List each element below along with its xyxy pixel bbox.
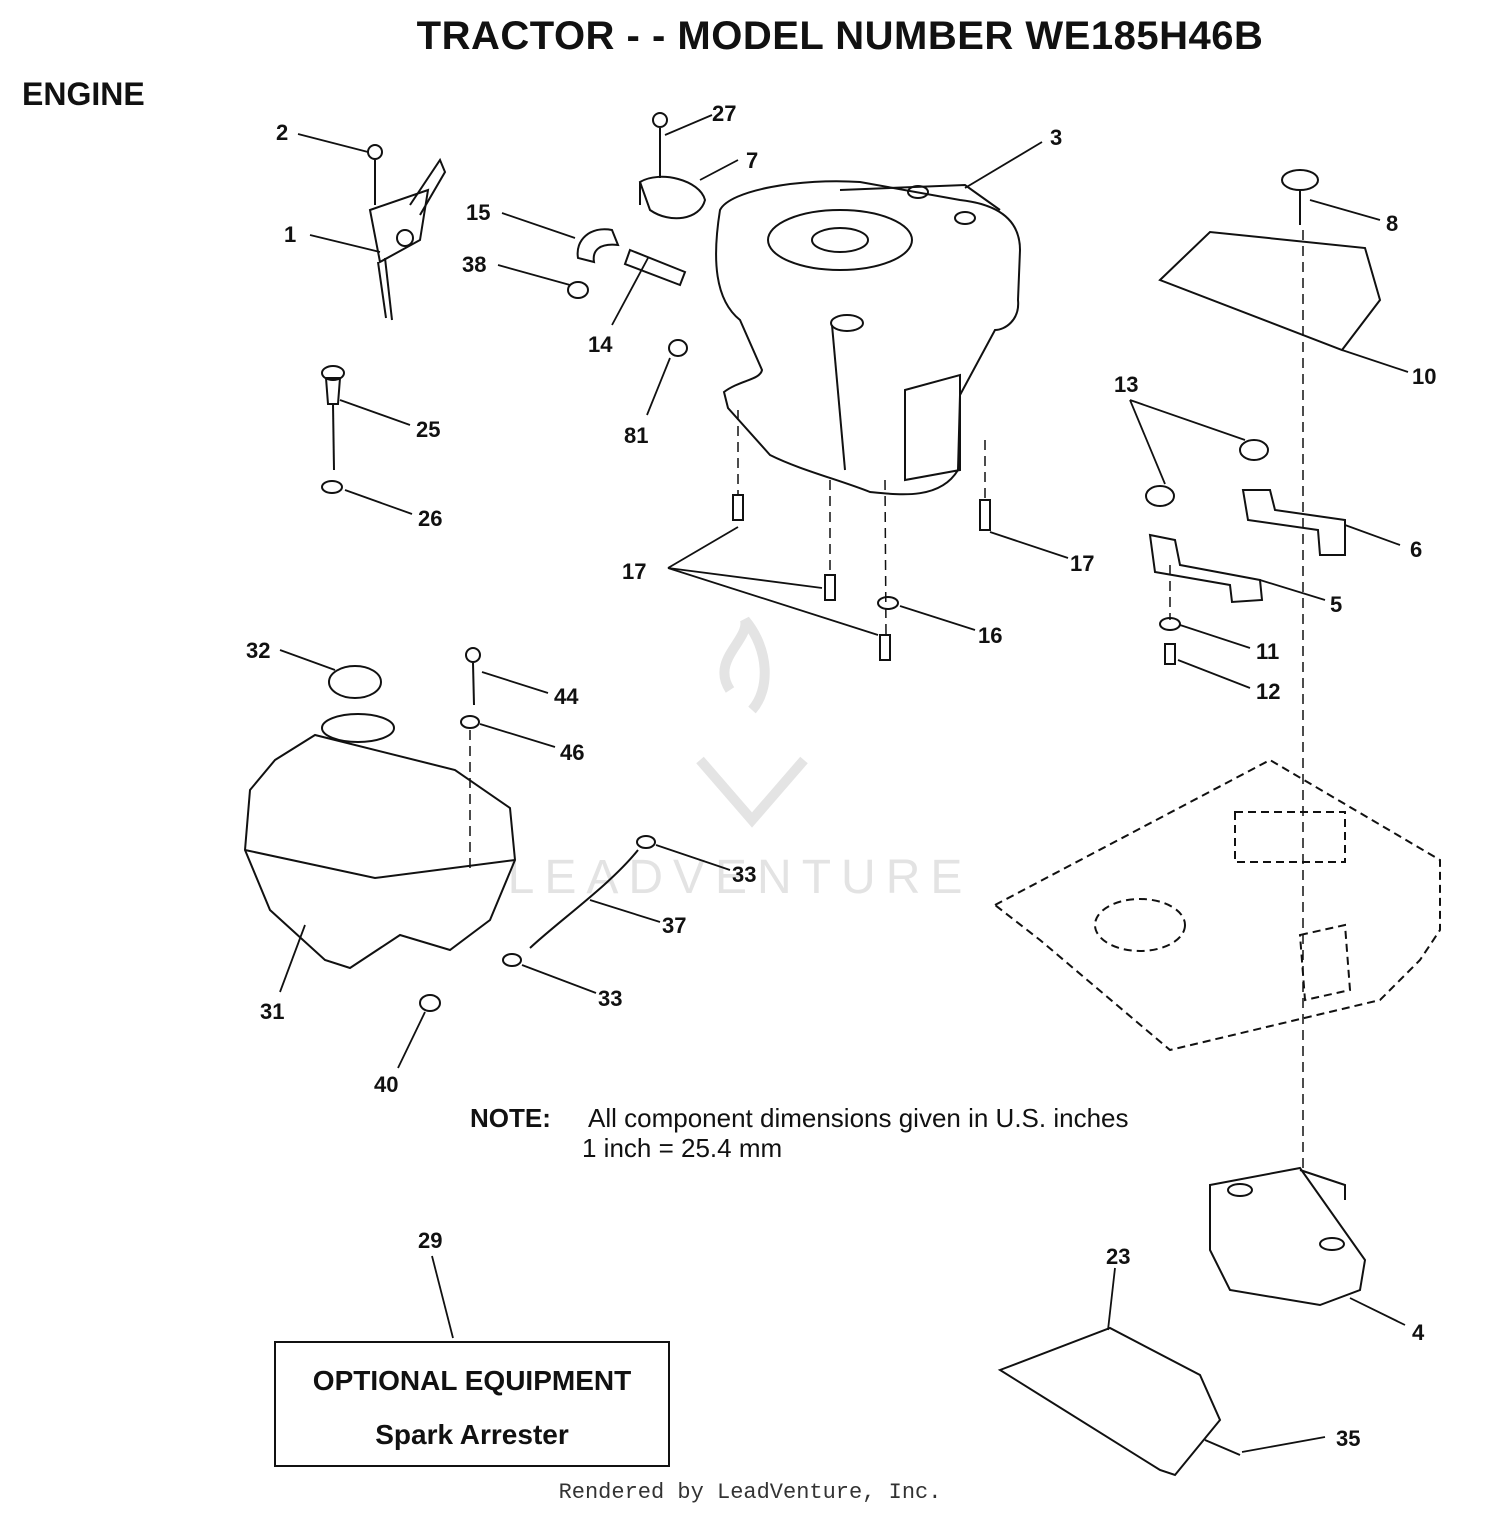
fuel-line-part-37: [529, 849, 639, 949]
callout-11: 11: [1256, 639, 1279, 664]
hose-clamp-part-33b: [502, 953, 522, 967]
exhaust-pipe-part-5: [1148, 533, 1264, 604]
callout-16: 16: [978, 623, 1002, 648]
callout-8: 8: [1386, 211, 1398, 236]
callout-38: 38: [462, 252, 486, 277]
exhaust-pipe-part-6: [1241, 489, 1346, 556]
optional-equipment-box: OPTIONAL EQUIPMENT Spark Arrester: [274, 1341, 670, 1467]
tractor-frame: [993, 758, 1441, 1052]
callout-35: 35: [1336, 1426, 1360, 1451]
callout-13: 13: [1114, 372, 1138, 397]
note-text-line-1: All component dimensions given in U.S. i…: [588, 1103, 1129, 1133]
note-label: NOTE:: [470, 1103, 551, 1133]
callout-1: 1: [284, 222, 296, 247]
dipstick-part-25: [321, 365, 345, 471]
callout-7: 7: [746, 148, 758, 173]
callout-25: 25: [416, 417, 440, 442]
callout-2: 2: [276, 120, 288, 145]
page-title: TRACTOR - - MODEL NUMBER WE185H46B: [416, 14, 1264, 58]
gasket-part-13: [1145, 439, 1269, 507]
callout-33-top: 33: [732, 862, 756, 887]
callout-26: 26: [418, 506, 442, 531]
callout-40: 40: [374, 1072, 398, 1097]
optional-equipment-title: OPTIONAL EQUIPMENT: [312, 1365, 632, 1396]
throttle-control-part-1: [368, 157, 447, 321]
callout-14: 14: [588, 332, 613, 357]
callout-44: 44: [554, 684, 579, 709]
spark-arrester-plate-part-23: [997, 1326, 1222, 1477]
muffler-part-4: [1209, 1166, 1367, 1307]
seal-part-26: [321, 480, 343, 494]
bolt-part-12: [1164, 643, 1176, 665]
hose-part-14: [623, 248, 687, 287]
screw-part-27: [652, 112, 668, 178]
leadventure-watermark-logo: [696, 616, 808, 828]
section-heading: ENGINE: [22, 76, 145, 112]
leader-lines: [279, 114, 1409, 1453]
callout-33-bottom: 33: [598, 986, 622, 1011]
callout-17-right: 17: [1070, 551, 1094, 576]
callout-15: 15: [466, 200, 490, 225]
callout-29: 29: [418, 1228, 442, 1253]
fitting-part-81: [668, 339, 688, 357]
optional-equipment-item: Spark Arrester: [375, 1419, 569, 1450]
fuel-tank-part-31: [243, 713, 517, 970]
elbow-part-15: [576, 228, 620, 264]
callout-23: 23: [1106, 1244, 1130, 1269]
screw-part-35: [1204, 1439, 1241, 1456]
callout-4: 4: [1412, 1320, 1425, 1345]
callout-3: 3: [1050, 125, 1062, 150]
alignment-lines: [469, 230, 1304, 1170]
cap-part-38: [567, 281, 589, 299]
callout-numbers: 2 1 25 26 3 27 7 15 38 14 81 8 10 13 6 5…: [246, 101, 1436, 1451]
knob-part-8: [1281, 169, 1319, 225]
callout-46: 46: [560, 740, 584, 765]
fuel-cap-part-32: [328, 665, 382, 699]
screw-part-44: [465, 647, 481, 706]
heat-shield-part-10: [1158, 230, 1382, 352]
washer-part-46: [460, 715, 480, 729]
screw-part-2: [367, 144, 383, 205]
callout-32: 32: [246, 638, 270, 663]
callout-81: 81: [624, 423, 648, 448]
footer-credit: Rendered by LeadVenture, Inc.: [558, 1480, 942, 1505]
washer-part-16: [877, 596, 899, 610]
callout-37: 37: [662, 913, 686, 938]
callout-12: 12: [1256, 679, 1280, 704]
bolt-part-17: [732, 494, 991, 661]
grommet-part-40: [419, 994, 441, 1012]
callout-27: 27: [712, 101, 736, 126]
clamp-part-7: [638, 175, 707, 220]
callout-10: 10: [1412, 364, 1436, 389]
engine-part-3: [715, 180, 1022, 496]
watermark-text: LEADVENTURE: [508, 851, 973, 904]
note-text-line-2: 1 inch = 25.4 mm: [582, 1133, 783, 1163]
callout-31: 31: [260, 999, 284, 1024]
callout-6: 6: [1410, 537, 1422, 562]
callout-17-left: 17: [622, 559, 646, 584]
callout-5: 5: [1330, 592, 1342, 617]
hose-clamp-part-33: [636, 835, 656, 849]
